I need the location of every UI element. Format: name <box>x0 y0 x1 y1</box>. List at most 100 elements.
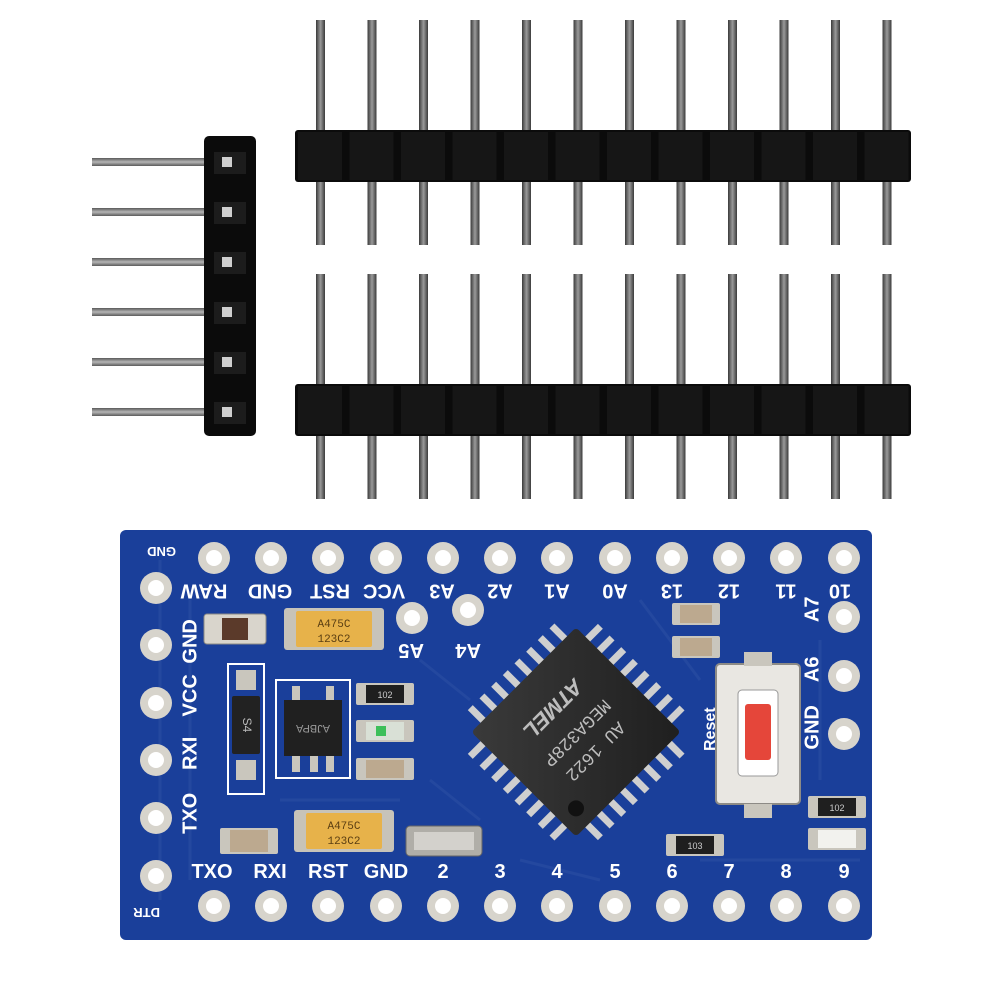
diode-s4: S4 <box>227 663 265 795</box>
pad-hole <box>664 898 680 914</box>
pad-hole <box>148 752 164 768</box>
header-cell <box>555 132 600 180</box>
svg-text:102: 102 <box>829 803 844 813</box>
silkscreen-label: 13 <box>661 580 683 602</box>
pad-hole <box>148 810 164 826</box>
silkscreen-label: GND <box>248 580 292 602</box>
angled-pin-tip <box>222 357 232 367</box>
angled-pin <box>92 308 212 316</box>
silkscreen-label: 9 <box>838 861 849 883</box>
header-cell <box>761 386 806 434</box>
silkscreen-label: 4 <box>551 861 563 883</box>
silkscreen-label: 8 <box>780 861 791 883</box>
pad-hole <box>607 898 623 914</box>
mcu-pin <box>491 681 511 701</box>
header-cell <box>761 132 806 180</box>
silkscreen-label: A3 <box>429 580 455 602</box>
pad-hole <box>721 550 737 566</box>
header-cell <box>658 386 703 434</box>
mcu-pin <box>595 809 615 829</box>
smd-capacitor-left <box>356 758 414 780</box>
mcu-pin <box>491 763 511 783</box>
pad-hole <box>836 550 852 566</box>
pad-hole <box>460 602 476 618</box>
smd-capacitor-bottom-left <box>220 828 278 854</box>
pad-hole <box>778 898 794 914</box>
angled-pin-tip <box>222 407 232 417</box>
pad-hole <box>378 550 394 566</box>
mcu-pin <box>665 705 685 725</box>
pad-row-bottom <box>198 890 860 922</box>
mcu-pin <box>514 658 534 678</box>
right-angle-header-6pin <box>92 136 256 436</box>
mcu-pin <box>583 623 603 643</box>
silkscreen-label: RST <box>310 580 350 602</box>
smd-resistor-103: 103 <box>666 834 724 856</box>
mcu-pin <box>549 821 569 841</box>
mcu-pin <box>630 670 650 690</box>
reset-button[interactable] <box>715 652 801 818</box>
header-cell <box>349 386 394 434</box>
corner-label-gnd: GND <box>147 544 176 559</box>
pad-hole <box>836 726 852 742</box>
straight-header-strip-top <box>295 20 911 245</box>
pad-hole <box>206 550 222 566</box>
mcu-pin <box>537 635 557 655</box>
silkscreen-label: GND <box>802 705 824 749</box>
silkscreen-label: A7 <box>802 597 824 623</box>
mcu-pin <box>607 647 627 667</box>
mcu-pin <box>607 797 627 817</box>
header-cell <box>864 386 909 434</box>
header-cell <box>504 386 548 434</box>
silkscreen-label: VCC <box>180 674 202 716</box>
pad-hole <box>378 898 394 914</box>
tantalum-capacitor-bottom: A475C 123C2 <box>294 810 394 852</box>
angled-pin <box>92 358 212 366</box>
pcb-trace <box>638 599 702 681</box>
mcu-pin <box>467 705 487 725</box>
mcu-pin <box>502 774 522 794</box>
pad-hole <box>836 609 852 625</box>
pad-hole <box>836 668 852 684</box>
pad-hole <box>435 898 451 914</box>
label-a5: A5 <box>398 639 424 661</box>
angled-pin-tip <box>222 307 232 317</box>
header-cell <box>658 132 703 180</box>
svg-text:A475C: A475C <box>327 821 360 833</box>
mcu-pin <box>467 739 487 759</box>
header-cell <box>813 386 857 434</box>
header-cell <box>349 132 394 180</box>
label-a4: A4 <box>455 639 481 661</box>
angled-pin <box>92 258 212 266</box>
pad-hole <box>607 550 623 566</box>
silkscreen-label: TXO <box>191 861 232 883</box>
mcu-pin <box>537 809 557 829</box>
power-led <box>808 828 866 850</box>
angled-pin <box>92 208 212 216</box>
header-strip-body <box>295 384 911 436</box>
pcb-trace <box>519 858 601 882</box>
header-cell <box>298 132 342 180</box>
svg-text:AJBPA: AJBPA <box>295 722 330 734</box>
mcu-pin <box>514 786 534 806</box>
header-cell <box>452 386 497 434</box>
angled-pin-tip <box>222 257 232 267</box>
header-cell <box>298 386 342 434</box>
silkscreen-label: A2 <box>487 580 513 602</box>
pad-hole <box>148 695 164 711</box>
mcu-pin <box>479 693 499 713</box>
pad-hole <box>435 550 451 566</box>
svg-text:S4: S4 <box>240 718 254 733</box>
angled-pin <box>92 158 212 166</box>
angled-pin <box>92 408 212 416</box>
straight-header-strip-bottom <box>295 274 911 499</box>
silkscreen-label: 6 <box>666 861 677 883</box>
header-cell <box>813 132 857 180</box>
pad-column-left <box>140 572 172 892</box>
header-cell <box>555 386 600 434</box>
silkscreen-label: 3 <box>494 861 505 883</box>
